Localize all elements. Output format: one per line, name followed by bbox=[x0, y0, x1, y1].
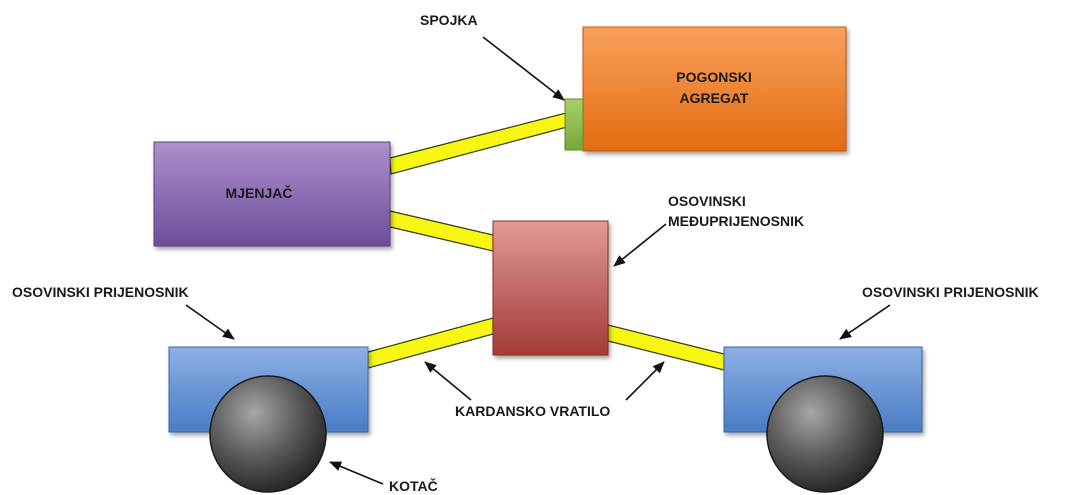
arrow-kardan-right bbox=[625, 361, 665, 401]
shaft-gearbox-transfer bbox=[389, 210, 494, 252]
label-kotac: KOTAČ bbox=[389, 477, 438, 494]
engine-block bbox=[582, 26, 847, 152]
shaft-transfer-right-axle bbox=[607, 324, 725, 371]
left-wheel bbox=[209, 375, 327, 493]
engine-label-line2: AGREGAT bbox=[680, 90, 749, 106]
label-prijenosnik-right: OSOVINSKI PRIJENOSNIK bbox=[862, 284, 1039, 300]
engine-label-line1: POGONSKI bbox=[676, 69, 751, 85]
arrow-prijenosnik-right bbox=[839, 304, 891, 340]
label-prijenosnik-left: OSOVINSKI PRIJENOSNIK bbox=[12, 284, 189, 300]
transfer-case-block bbox=[492, 220, 609, 356]
shaft-transfer-left-axle bbox=[367, 317, 494, 369]
arrow-spojka bbox=[482, 36, 565, 101]
arrow-kardan-left bbox=[424, 361, 472, 401]
shaft-clutch-gearbox bbox=[389, 112, 568, 175]
label-spojka: SPOJKA bbox=[420, 12, 478, 28]
gearbox-block bbox=[153, 141, 391, 247]
clutch-block bbox=[564, 98, 584, 151]
arrow-prijenosnik-left bbox=[185, 304, 235, 340]
arrow-medjuprijenosnik bbox=[613, 223, 667, 267]
label-medjuprijenosnik-line1: OSOVINSKI bbox=[668, 193, 746, 209]
right-wheel bbox=[766, 375, 884, 493]
label-kardansko-vratilo: KARDANSKO VRATILO bbox=[455, 403, 610, 419]
arrow-kotac bbox=[329, 461, 384, 485]
gearbox-label: MJENJAČ bbox=[226, 184, 293, 201]
label-medjuprijenosnik-line2: MEĐUPRIJENOSNIK bbox=[668, 213, 804, 229]
